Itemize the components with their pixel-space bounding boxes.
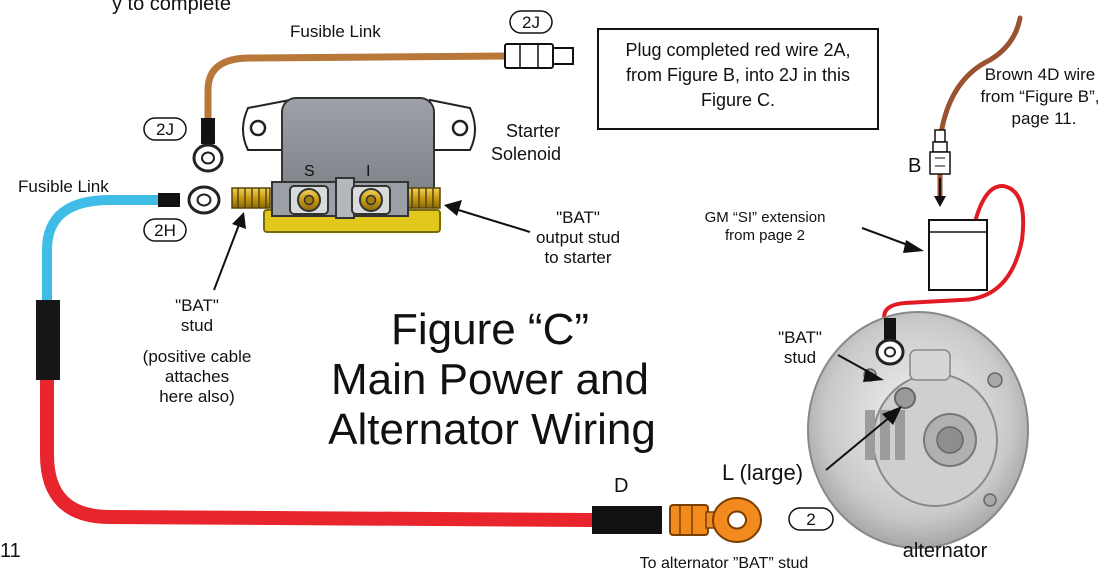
figure-title-line-3: Alternator Wiring <box>328 405 656 454</box>
l-large-label: L (large) <box>722 460 803 485</box>
thin-red-wire <box>882 184 1026 324</box>
terminal-i-label: I <box>366 163 370 180</box>
fusible-link-top-label: Fusible Link <box>290 22 381 41</box>
terminal-s-label: S <box>304 163 315 180</box>
orange-ring-terminal-icon <box>592 497 762 543</box>
alt-bat-label-2: stud <box>784 348 816 367</box>
svg-text:2J: 2J <box>156 120 174 139</box>
arrow-l-large-icon <box>882 406 902 425</box>
tag-2: 2 <box>788 507 834 531</box>
main-red-wire <box>40 323 599 527</box>
alternator-label: alternator <box>903 540 988 562</box>
bat-output-label-2: output stud <box>536 228 620 247</box>
blue-fusible-link <box>42 195 165 315</box>
positive-cable-label-3: here also) <box>159 387 235 406</box>
solenoid-label: Solenoid <box>491 144 561 164</box>
positive-cable-label-2: attaches <box>165 367 229 386</box>
fusible-link-left-label: Fusible Link <box>18 177 109 196</box>
to-alternator-label: To alternator ”BAT” stud <box>640 555 809 572</box>
tag-2j-top: 2J <box>509 10 553 34</box>
left-bat-stud-icon <box>231 187 271 209</box>
bat-output-label-1: "BAT" <box>556 208 600 227</box>
brown-4d-wire <box>937 15 1023 203</box>
plug-connector-2j-icon <box>504 43 574 69</box>
connector-b-label: B <box>908 155 921 177</box>
svg-text:2: 2 <box>806 510 815 529</box>
note-line-1: Plug completed red wire 2A, <box>625 40 851 60</box>
gm-si-extension-plug <box>928 219 988 291</box>
bat-output-label-3: to starter <box>544 248 611 267</box>
figure-title-line-1: Figure “C” <box>391 305 589 354</box>
page-number: 11 <box>0 540 21 562</box>
tag-2j-left: 2J <box>143 117 187 141</box>
arrow-gm-si-icon <box>903 240 924 253</box>
arrow-bat-stud-icon <box>232 212 246 229</box>
brown-wire-label-1: Brown 4D wire <box>985 65 1096 84</box>
gm-si-label-1: GM “SI” extension <box>705 209 826 226</box>
tag-2h: 2H <box>143 218 187 242</box>
bat-stud-label-2: stud <box>181 316 213 335</box>
alt-bat-label-1: "BAT" <box>778 328 822 347</box>
brown-fusible-link <box>204 52 512 124</box>
gm-si-label-2: from page 2 <box>725 227 805 244</box>
positive-cable-label-1: (positive cable <box>143 347 252 366</box>
starter-label: Starter <box>506 121 560 141</box>
svg-text:2J: 2J <box>522 13 540 32</box>
note-line-3: Figure C. <box>700 90 776 110</box>
right-bat-stud-icon <box>403 187 441 209</box>
arrow-output-stud-icon <box>444 200 462 216</box>
alternator-image <box>807 311 1029 549</box>
bat-stud-label-1: "BAT" <box>175 296 219 315</box>
brown-wire-label-2: from “Figure B”, <box>980 87 1099 106</box>
arrow-alt-bat-icon <box>863 369 884 382</box>
terminal-sleeve-2j <box>201 118 215 144</box>
svg-text:2H: 2H <box>154 221 176 240</box>
terminal-sleeve-2h <box>158 193 180 207</box>
figure-title-line-2: Main Power and <box>331 355 649 404</box>
connector-b-icon <box>929 129 951 175</box>
note-line-2: from Figure B, into 2J in this <box>625 65 851 85</box>
cut-off-header: y to complete <box>112 0 231 15</box>
arrow-down-icon <box>934 196 946 207</box>
wire-sleeve-left <box>36 300 60 380</box>
starter-solenoid <box>231 97 476 233</box>
instruction-note-box: Plug completed red wire 2A, from Figure … <box>597 28 879 130</box>
alt-terminal-sleeve <box>884 318 896 340</box>
wire-d-label: D <box>614 475 628 497</box>
brown-wire-label-3: page 11. <box>1012 109 1077 128</box>
